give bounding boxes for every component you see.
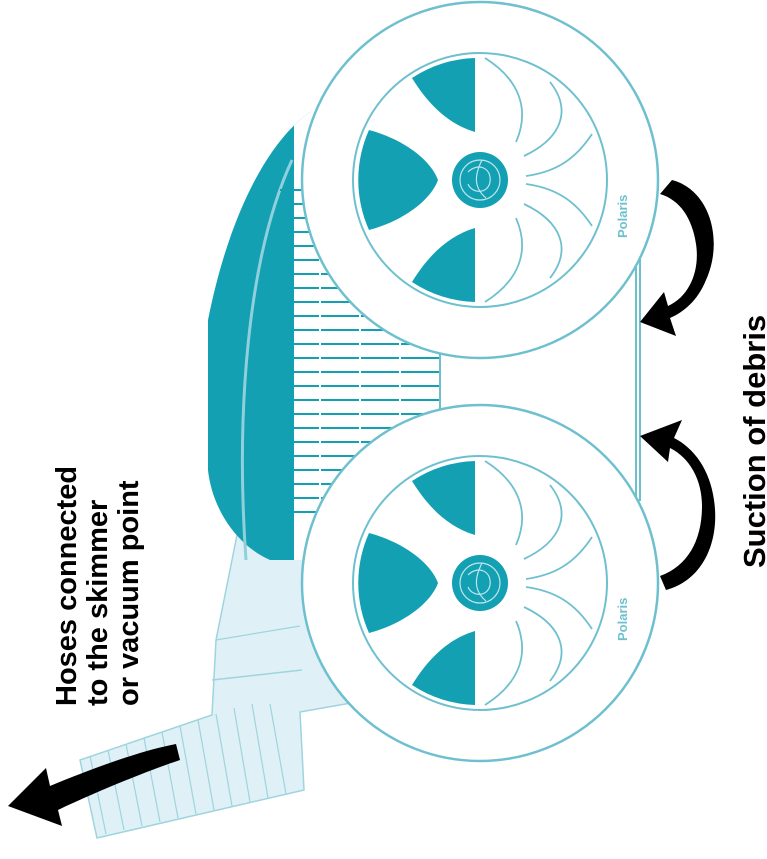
suction-arrow-upper <box>640 180 714 336</box>
hoses-label-line-2: to the skimmer <box>82 499 114 706</box>
hose-outflow-arrow <box>8 744 180 826</box>
hoses-label: Hoses connected to the skimmer or vacuum… <box>51 376 145 706</box>
bottom-wheel: Polaris <box>300 403 660 763</box>
suction-arrow-lower <box>640 420 716 590</box>
suction-label: Suction of debris <box>737 314 767 568</box>
hoses-label-line-3: or vacuum point <box>113 480 145 706</box>
hoses-label-line-1: Hoses connected <box>51 465 83 706</box>
brand-logo: Polaris <box>615 598 630 641</box>
brand-logo: Polaris <box>615 195 630 238</box>
top-wheel: Polaris <box>300 0 660 360</box>
